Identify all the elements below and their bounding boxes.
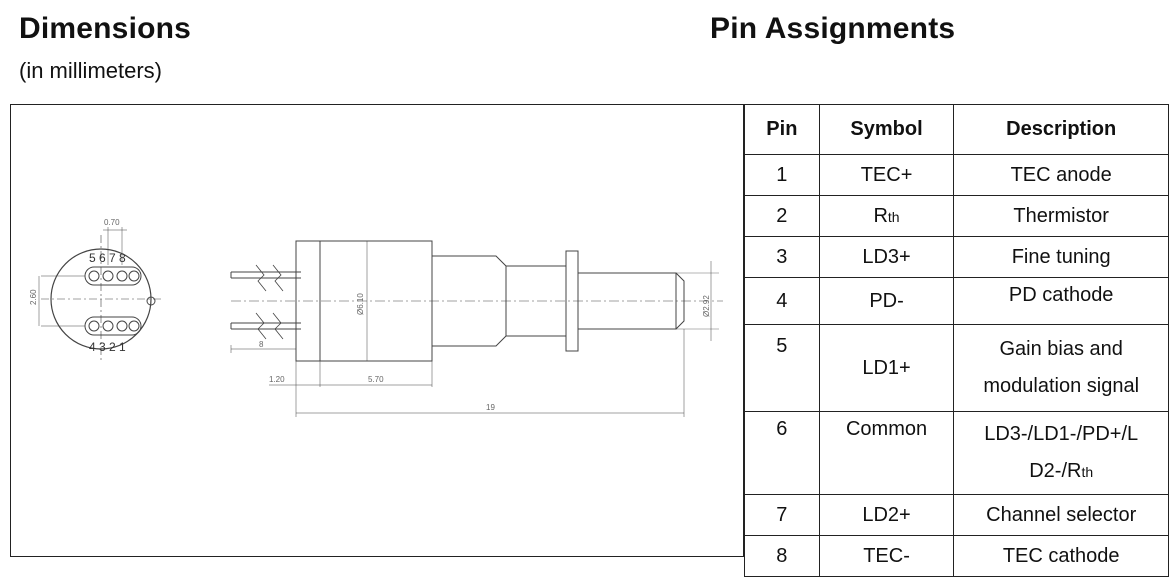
pin-assignment-table: Pin Symbol Description 1 TEC+ TEC anode … <box>744 104 1169 577</box>
description-subscript: th <box>1081 463 1094 480</box>
side-view: Ø6.10 Ø2.92 8 1.20 5.70 19 <box>230 240 723 417</box>
description-line: D2-/Rth <box>954 453 1168 491</box>
header-description: Description <box>953 104 1169 155</box>
body-diameter-label: Ø6.10 <box>356 293 365 315</box>
pin-description: TEC cathode <box>953 535 1169 577</box>
pins-top-label: 5 6 7 8 <box>89 251 126 265</box>
pin-description: TEC anode <box>953 154 1169 196</box>
table-row: 3 LD3+ Fine tuning <box>744 236 1169 278</box>
body-length-label: 5.70 <box>368 375 384 384</box>
pin-symbol: PD- <box>818 277 955 325</box>
symbol-main: R <box>873 204 888 227</box>
pin-description: Gain bias and modulation signal <box>953 324 1169 412</box>
pin-spacing-label: 0.70 <box>104 218 120 227</box>
table-row: 5 LD1+ Gain bias and modulation signal <box>744 324 1169 412</box>
connector-drawing-svg: 0.70 2.60 5 6 7 8 4 3 2 1 <box>29 218 723 417</box>
pin-symbol: LD2+ <box>818 494 955 536</box>
pin-symbol: Rth <box>818 195 955 237</box>
table-header-row: Pin Symbol Description <box>744 104 1169 155</box>
pin-number: 4 <box>744 277 820 325</box>
table-row: 4 PD- PD cathode <box>744 277 1169 325</box>
description-main: D2-/R <box>1029 459 1082 482</box>
dimensions-title: Dimensions <box>19 12 192 45</box>
pin-description: Channel selector <box>953 494 1169 536</box>
symbol-subscript: th <box>887 208 900 225</box>
description-line: Gain bias and <box>999 338 1123 360</box>
pins-bottom-label: 4 3 2 1 <box>89 340 126 354</box>
pin-description: Thermistor <box>953 195 1169 237</box>
front-view: 0.70 2.60 5 6 7 8 4 3 2 1 <box>29 218 161 363</box>
pin-number: 6 <box>744 411 820 495</box>
description-line: modulation signal <box>983 375 1140 397</box>
table-row: 2 Rth Thermistor <box>744 195 1169 237</box>
description-line: LD3-/LD1-/PD+/L <box>984 422 1139 445</box>
pin-symbol: LD3+ <box>818 236 955 278</box>
dimensions-subtitle: (in millimeters) <box>19 58 162 83</box>
pin-description: LD3-/LD1-/PD+/L D2-/Rth <box>953 411 1169 495</box>
total-length-label: 19 <box>486 403 495 412</box>
pin-number: 3 <box>744 236 820 278</box>
header-pin: Pin <box>744 104 820 155</box>
table-row: 6 Common LD3-/LD1-/PD+/L D2-/Rth <box>744 411 1169 495</box>
lead-length-label: 8 <box>259 340 264 349</box>
pin-symbol: TEC+ <box>818 154 955 196</box>
pin-number: 5 <box>744 324 820 412</box>
dimension-drawing: 0.70 2.60 5 6 7 8 4 3 2 1 <box>10 104 744 557</box>
table-row: 8 TEC- TEC cathode <box>744 535 1169 577</box>
pin-number: 8 <box>744 535 820 577</box>
table-row: 7 LD2+ Channel selector <box>744 494 1169 536</box>
pin-description: PD cathode <box>953 277 1169 325</box>
pin-symbol: Common <box>818 411 955 495</box>
stub-length-label: 1.20 <box>269 375 285 384</box>
header-symbol: Symbol <box>818 104 955 155</box>
pin-number: 1 <box>744 154 820 196</box>
height-left-label: 2.60 <box>29 289 38 305</box>
pin-symbol: LD1+ <box>818 324 955 412</box>
pin-number: 7 <box>744 494 820 536</box>
pin-assignments-title: Pin Assignments <box>710 12 956 45</box>
pin-description: Fine tuning <box>953 236 1169 278</box>
table-row: 1 TEC+ TEC anode <box>744 154 1169 196</box>
tip-diameter-label: Ø2.92 <box>702 295 711 317</box>
pin-symbol: TEC- <box>818 535 955 577</box>
pin-number: 2 <box>744 195 820 237</box>
